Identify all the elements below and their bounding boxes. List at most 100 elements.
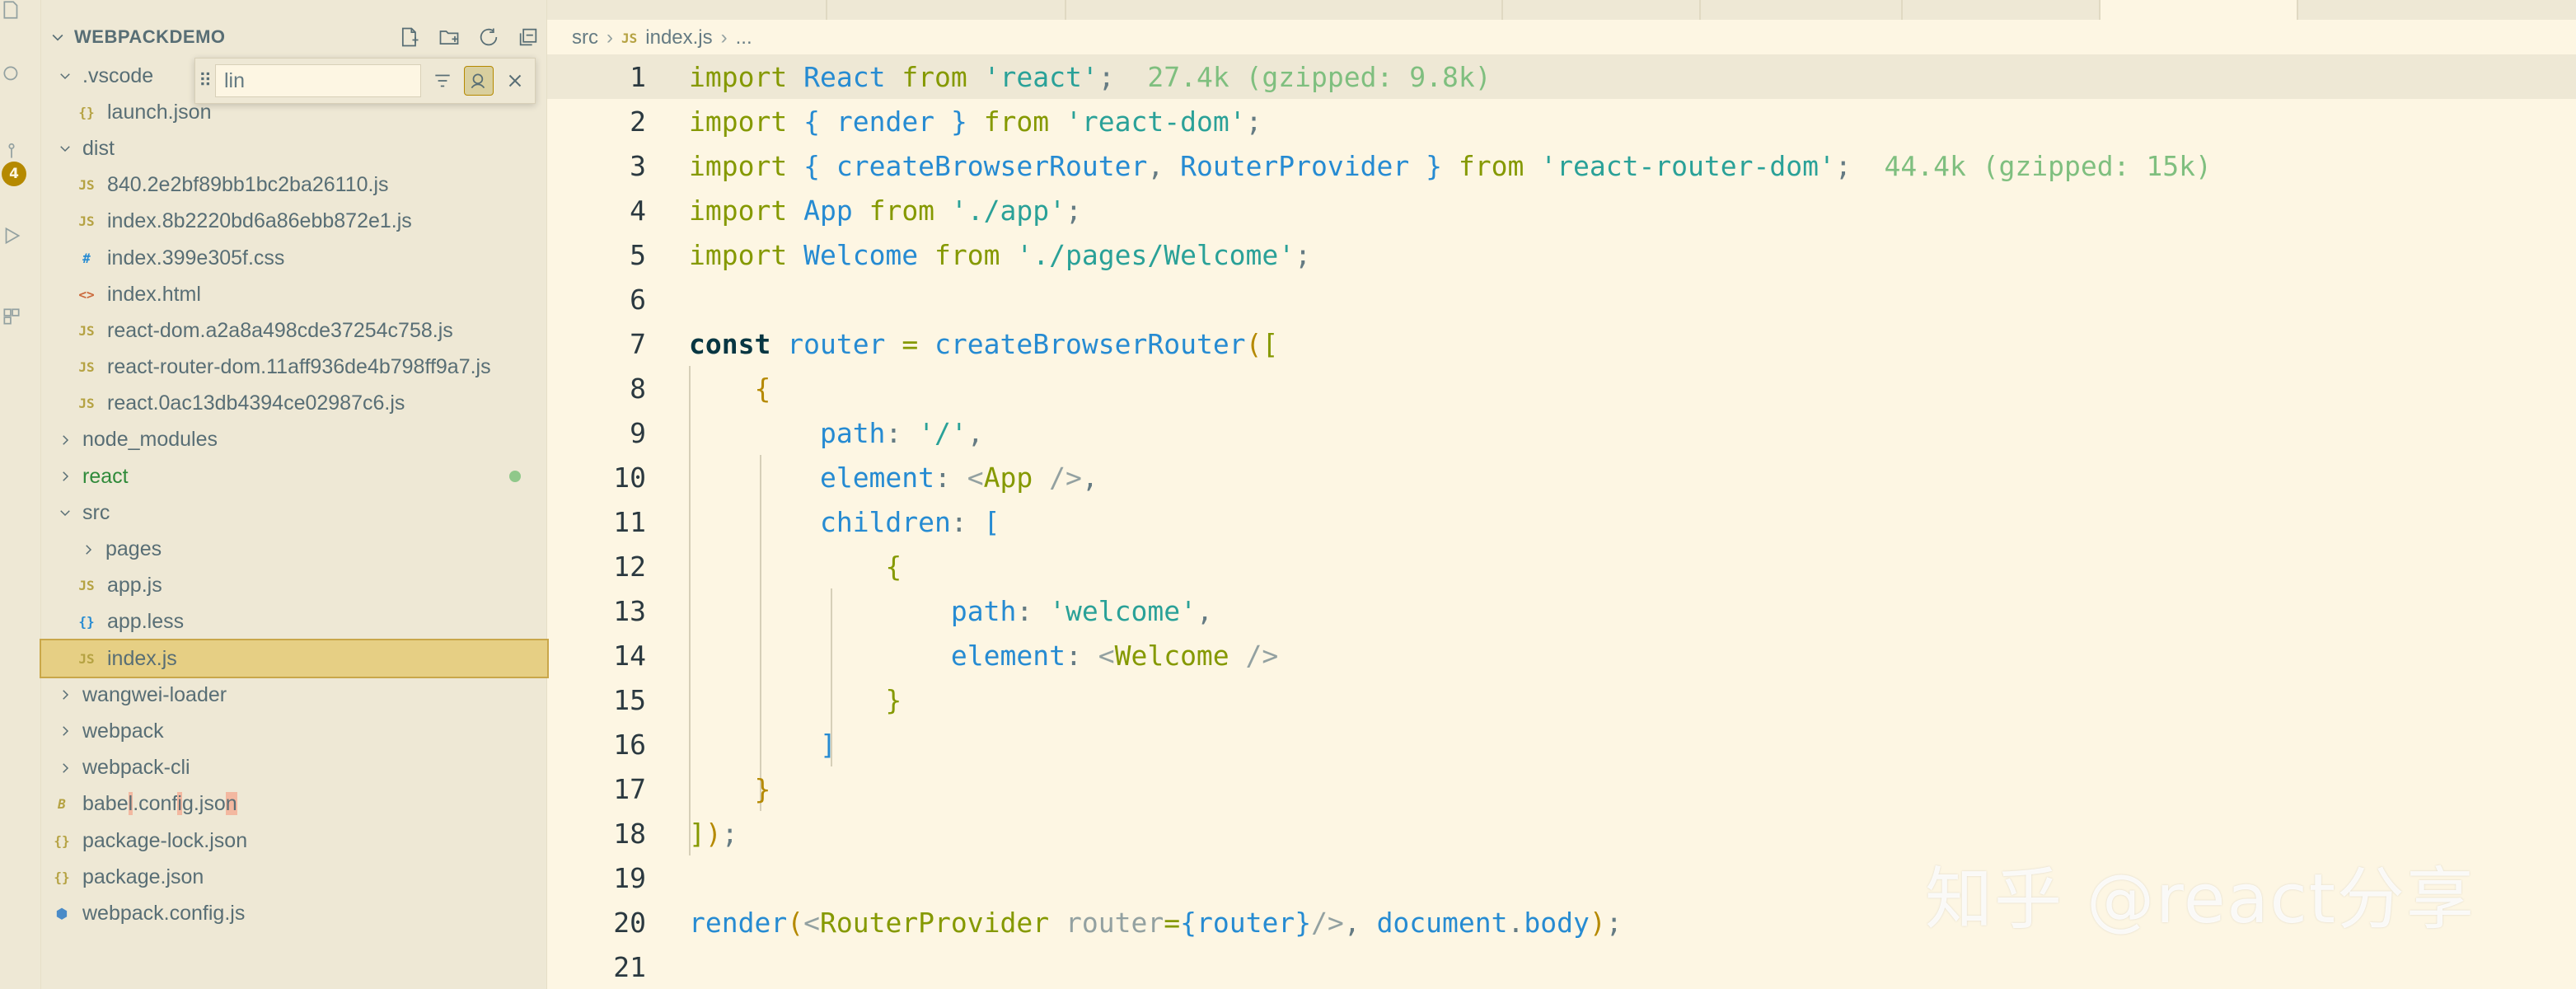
close-icon[interactable] xyxy=(500,66,530,96)
new-file-icon[interactable] xyxy=(396,23,424,51)
code-token: router xyxy=(1066,906,1164,939)
code-line[interactable]: 13 path: 'welcome', xyxy=(547,588,2576,633)
chevron-down-icon[interactable] xyxy=(41,29,74,45)
tree-item[interactable]: dist xyxy=(41,130,547,166)
code-token xyxy=(1409,150,1426,182)
drag-handle-icon[interactable]: ⠿ xyxy=(198,70,213,91)
source-control-icon[interactable] xyxy=(0,137,23,166)
tab[interactable] xyxy=(1503,0,1701,20)
code-token: import xyxy=(689,238,788,271)
watermark: 知乎 @react分享 xyxy=(1925,860,2475,939)
code-line[interactable]: 19 xyxy=(547,855,2576,900)
tree-item[interactable]: webpack xyxy=(41,713,547,749)
code-line[interactable]: 12 { xyxy=(547,544,2576,588)
tree-item[interactable]: react xyxy=(41,458,547,494)
tab[interactable] xyxy=(1066,0,1503,20)
tree-item[interactable]: ⬢webpack.config.js xyxy=(41,895,547,931)
tree-item-label: wangwei-loader xyxy=(82,682,227,706)
tab[interactable] xyxy=(1903,0,2101,20)
code-line[interactable]: 15 } xyxy=(547,677,2576,722)
tree-item[interactable]: wangwei-loader xyxy=(41,677,547,713)
code-token xyxy=(689,462,820,494)
tab[interactable] xyxy=(1701,0,1903,20)
code-line[interactable]: 18]); xyxy=(547,811,2576,855)
tree-item-label: react-router-dom.11aff936de4b798ff9a7.js xyxy=(107,355,491,379)
explorer-header[interactable]: WEBPACKDEMO xyxy=(41,20,547,54)
tree-item[interactable]: {}launch.json xyxy=(41,94,547,130)
code-text: import App from './app'; xyxy=(689,195,1082,227)
code-token: ( xyxy=(1245,327,1262,360)
chevron-right-icon[interactable] xyxy=(54,757,76,779)
run-debug-icon[interactable] xyxy=(0,221,23,251)
code-line[interactable]: 11 children: [ xyxy=(547,499,2576,544)
tab[interactable] xyxy=(547,0,827,20)
breadcrumb-file[interactable]: index.js xyxy=(645,26,713,49)
code-line[interactable]: 9 path: '/', xyxy=(547,410,2576,455)
code-line[interactable]: 16 ] xyxy=(547,722,2576,766)
editor-tabs xyxy=(547,0,2576,20)
chevron-down-icon[interactable] xyxy=(54,65,76,87)
code-line[interactable]: 14 element: <Welcome /> xyxy=(547,633,2576,677)
collapse-all-icon[interactable] xyxy=(514,23,542,51)
activity-bar: 4 xyxy=(0,0,41,989)
chevron-right-icon[interactable] xyxy=(77,539,99,560)
code-text: path: 'welcome', xyxy=(689,595,1213,627)
code-token: ) xyxy=(1589,906,1606,939)
chevron-right-icon[interactable] xyxy=(54,684,76,705)
tree-item[interactable]: webpack-cli xyxy=(41,750,547,786)
code-line[interactable]: 8 { xyxy=(547,366,2576,410)
tree-item[interactable]: #index.399e305f.css xyxy=(41,240,547,276)
fuzzy-match-icon[interactable] xyxy=(464,66,494,96)
search-icon[interactable] xyxy=(0,59,23,89)
chevron-down-icon[interactable] xyxy=(54,138,76,159)
code-token: ; xyxy=(1066,194,1082,227)
code-line[interactable]: 6 xyxy=(547,277,2576,321)
line-number: 5 xyxy=(630,238,646,271)
tree-item[interactable]: src xyxy=(41,494,547,531)
tree-item[interactable]: .vscode xyxy=(41,58,547,94)
chevron-down-icon[interactable] xyxy=(54,502,76,523)
find-input[interactable]: lin xyxy=(215,64,421,97)
tree-item[interactable]: {}app.less xyxy=(41,604,547,640)
code-token: router xyxy=(1196,906,1295,939)
tree-item[interactable]: {}package.json xyxy=(41,859,547,895)
code-token: App xyxy=(803,194,853,227)
tree-item[interactable]: pages xyxy=(41,531,547,567)
extensions-icon[interactable] xyxy=(0,302,23,331)
tree-item[interactable]: <>index.html xyxy=(41,276,547,312)
explorer-icon[interactable] xyxy=(0,0,23,25)
chevron-right-icon[interactable] xyxy=(54,466,76,487)
tab[interactable] xyxy=(827,0,1066,20)
refresh-icon[interactable] xyxy=(475,23,503,51)
code-token xyxy=(1442,150,1459,182)
code-token xyxy=(787,150,803,182)
code-line[interactable]: 17 } xyxy=(547,766,2576,811)
filter-icon[interactable] xyxy=(428,66,457,96)
breadcrumb-folder[interactable]: src xyxy=(572,26,598,49)
tab-active[interactable] xyxy=(2101,0,2298,20)
chevron-right-icon[interactable] xyxy=(54,429,76,451)
tree-item[interactable]: node_modules xyxy=(41,422,547,458)
chevron-right-icon[interactable] xyxy=(54,720,76,742)
breadcrumb-more[interactable]: ... xyxy=(735,26,752,49)
new-folder-icon[interactable] xyxy=(435,23,463,51)
code-line[interactable]: 21 xyxy=(547,944,2576,989)
tree-item[interactable]: {}package-lock.json xyxy=(41,823,547,859)
code-line[interactable]: 10 element: <App />, xyxy=(547,455,2576,499)
